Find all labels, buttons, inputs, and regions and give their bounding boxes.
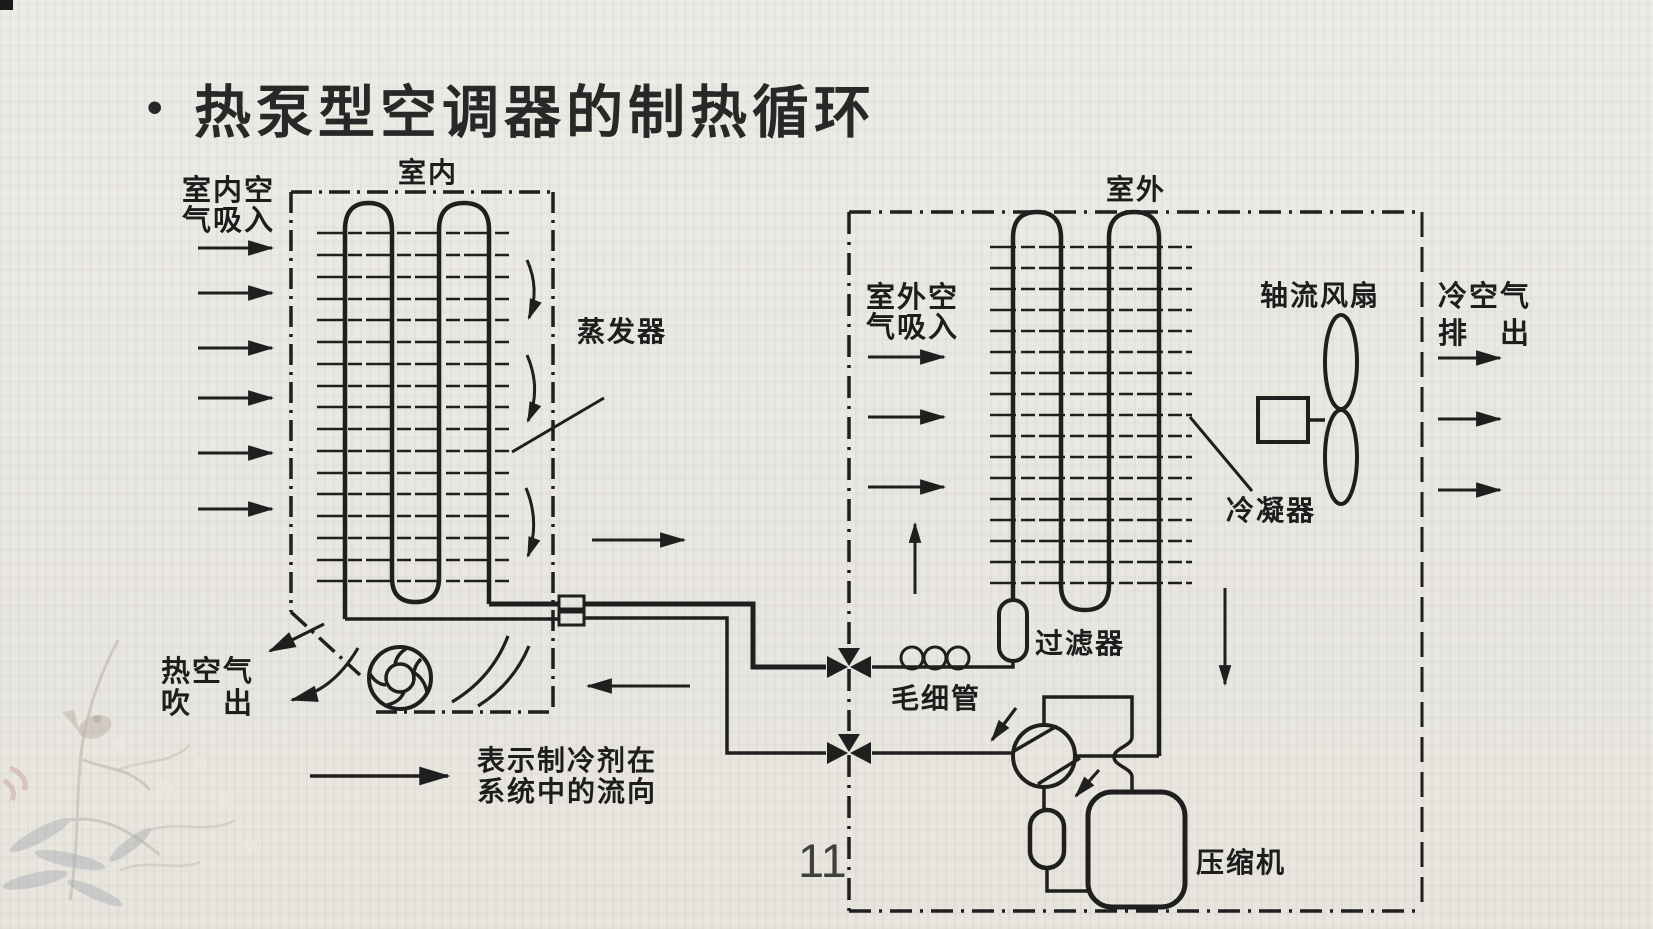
legend-line-1: 表示制冷剂在 [477, 745, 657, 777]
page-number: 11 [798, 834, 847, 887]
capillary-tube [872, 645, 1015, 671]
page-title: 热泵型空调器的制热循环 [194, 81, 876, 145]
service-valve-lower [827, 734, 871, 764]
condenser-leader-line [1188, 416, 1254, 492]
indoor-air-intake-label-1: 室内空 [182, 173, 275, 207]
pipe-upper [489, 601, 826, 670]
indoor-region-label: 室内 [398, 156, 458, 189]
indoor-air-intake-arrows [198, 240, 275, 517]
pipe-union-lower [557, 610, 586, 627]
indoor-air-intake-label-2: 气吸入 [181, 204, 275, 237]
four-way-valve-arrows [990, 707, 1101, 798]
axial-fan [1256, 313, 1359, 506]
hot-air-arrows [268, 622, 360, 702]
cold-air-label-2: 排 出 [1438, 317, 1531, 350]
evaporator-flow-arrows [524, 259, 542, 558]
outdoor-unit: 室外 室外空 气吸入 冷凝器 [827, 173, 1424, 913]
slide-title-group: • 热泵型空调器的制热循环 [147, 81, 876, 145]
service-valve-upper [827, 648, 871, 678]
suction-pipe [1042, 787, 1089, 893]
evaporator-fins [317, 231, 513, 583]
legend-line-2: 系统中的流向 [477, 775, 657, 808]
evaporator-coil [317, 200, 513, 619]
fan-blade-bottom [1323, 408, 1359, 506]
corner-mark [0, 0, 13, 10]
fan-intake-arcs [451, 635, 531, 708]
axial-fan-label: 轴流风扇 [1260, 279, 1380, 312]
cold-air-out: 冷空气 排 出 [1438, 279, 1531, 498]
indoor-cabinet-outline [289, 190, 555, 714]
outdoor-air-intake-label-2: 气吸入 [865, 311, 959, 344]
hot-air-label-1: 热空气 [161, 654, 254, 688]
capillary-label: 毛细管 [891, 682, 981, 715]
fan-blade-top [1323, 313, 1359, 411]
four-way-valve [872, 695, 1159, 792]
cold-air-arrows [1438, 350, 1503, 498]
pipe-union-upper [557, 594, 586, 611]
refrigerant-pipes [345, 594, 826, 755]
indoor-unit: 室内 室内空 气吸入 蒸发器 [161, 156, 667, 720]
decorative-painting [2, 639, 257, 907]
filter-label: 过滤器 [1035, 628, 1125, 660]
four-way-valve-ports [1013, 724, 1081, 786]
evaporator-label: 蒸发器 [577, 315, 667, 348]
pipe-lower [345, 616, 826, 755]
outdoor-cabinet-outline [847, 210, 1422, 913]
title-bullet: • [147, 83, 162, 132]
compressor-label: 压缩机 [1196, 846, 1286, 879]
fan-motor [1256, 396, 1310, 444]
outdoor-air-intake-arrows [868, 349, 947, 495]
condenser-label: 冷凝器 [1226, 495, 1316, 527]
interunit-flow-arrows [585, 532, 690, 694]
condenser-fins [990, 245, 1192, 585]
outdoor-air-intake-label-1: 室外空 [866, 280, 959, 314]
condenser-coil [990, 209, 1192, 756]
indoor-fan [367, 645, 433, 711]
condenser-tubes [1010, 209, 1162, 756]
accumulator [1027, 807, 1067, 871]
evaporator-leader-line [511, 396, 605, 454]
legend: 表示制冷剂在 系统中的流向 [310, 745, 657, 808]
cold-air-label-1: 冷空气 [1438, 279, 1531, 313]
compressor [1085, 789, 1188, 910]
indoor-fan-blades [367, 646, 429, 707]
hot-air-label-2: 吹 出 [161, 687, 254, 720]
compressor-discharge-pipe [1042, 695, 1134, 792]
outdoor-region-label: 室外 [1106, 173, 1166, 206]
filter-drier [997, 598, 1029, 663]
evaporator-tubes [342, 200, 492, 619]
